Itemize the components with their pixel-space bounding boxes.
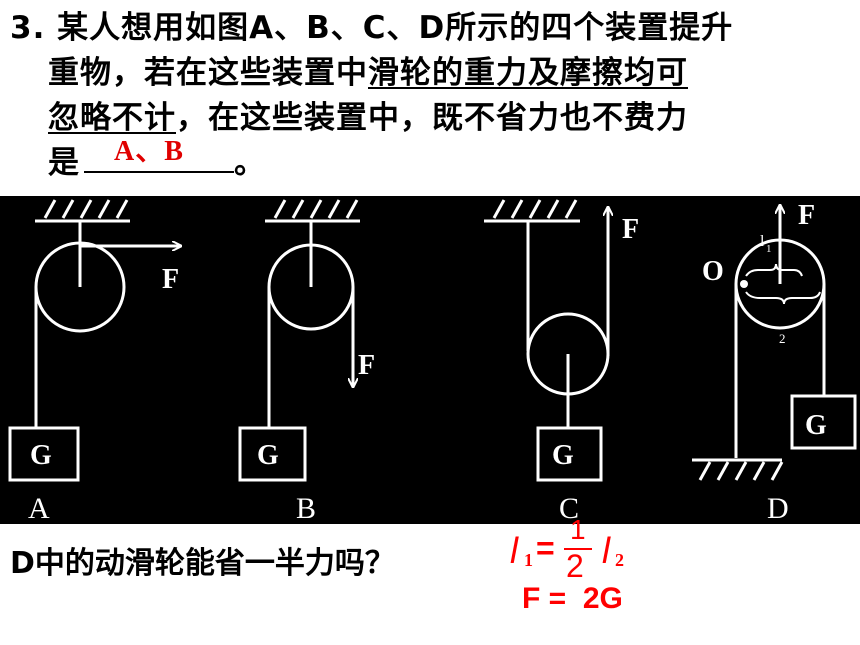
question-line-1: 3. 某人想用如图A、B、C、D所示的四个装置提升 xyxy=(10,6,850,51)
hw-fraction-bar xyxy=(564,548,592,550)
panel-label-b: B xyxy=(296,492,316,524)
arm-label-l2-sub: 2 xyxy=(779,331,786,346)
pulley-system-c xyxy=(484,199,608,482)
force-label-c: F xyxy=(622,214,639,245)
weight-label-b: G xyxy=(257,440,279,471)
answer-text: A、B xyxy=(114,136,184,167)
force-label-b: F xyxy=(358,350,375,381)
underlined-condition-2: 忽略不计 xyxy=(48,100,176,136)
weight-label-c: G xyxy=(552,440,574,471)
question-text: 3. 某人想用如图A、B、C、D所示的四个装置提升 重物，若在这些装置中滑轮的重… xyxy=(10,6,850,186)
pulley-system-b xyxy=(238,199,360,482)
question-line-4-end: 。 xyxy=(234,145,266,181)
hw-l1-sub: 1 xyxy=(524,550,533,570)
hw-l2: l xyxy=(602,530,610,571)
question-number: 3. xyxy=(10,10,46,46)
arm-label-l1-sub: 1 xyxy=(766,243,772,255)
panel-label-a: A xyxy=(28,492,50,524)
followup-question: D中的动滑轮能省一半力吗？ xyxy=(10,546,395,581)
hw-l1: l xyxy=(510,530,518,571)
force-label-d: F xyxy=(798,200,815,231)
hw-l2-sub: 2 xyxy=(615,550,624,570)
pulley-figure: F F F F G G G G O l 1 2 A B C D xyxy=(0,196,860,524)
question-line-4-text: 是 xyxy=(48,145,80,181)
question-line-4: 是 A、B 。 xyxy=(10,136,850,186)
panel-label-c: C xyxy=(559,492,579,524)
weight-label-d: G xyxy=(805,410,827,441)
question-line-1-text: 某人想用如图A、B、C、D所示的四个装置提升 xyxy=(57,10,734,46)
handwritten-equation-2: F = 2G xyxy=(522,582,623,615)
question-line-2: 重物，若在这些装置中滑轮的重力及摩擦均可 xyxy=(10,51,850,96)
arm-label-l1: l xyxy=(760,233,765,250)
question-line-2-text: 重物，若在这些装置中 xyxy=(48,55,368,91)
pivot-point-o xyxy=(740,280,748,288)
pulley-system-d xyxy=(692,206,857,481)
pivot-label-o: O xyxy=(702,256,724,287)
question-line-3-text: ，在这些装置中，既不省力也不费力 xyxy=(176,100,688,136)
answer-blank: A、B xyxy=(84,136,234,173)
underlined-condition-1: 滑轮的重力及摩擦均可 xyxy=(368,55,688,91)
force-label-a: F xyxy=(162,264,179,295)
hw-equals: = xyxy=(536,530,555,566)
weight-label-a: G xyxy=(30,440,52,471)
hw-fraction-num: 1 xyxy=(570,514,586,545)
hw-fraction-den: 2 xyxy=(566,548,584,584)
panel-label-d: D xyxy=(767,492,789,524)
pulley-system-a xyxy=(8,199,180,482)
question-line-3: 忽略不计，在这些装置中，既不省力也不费力 xyxy=(10,96,850,141)
